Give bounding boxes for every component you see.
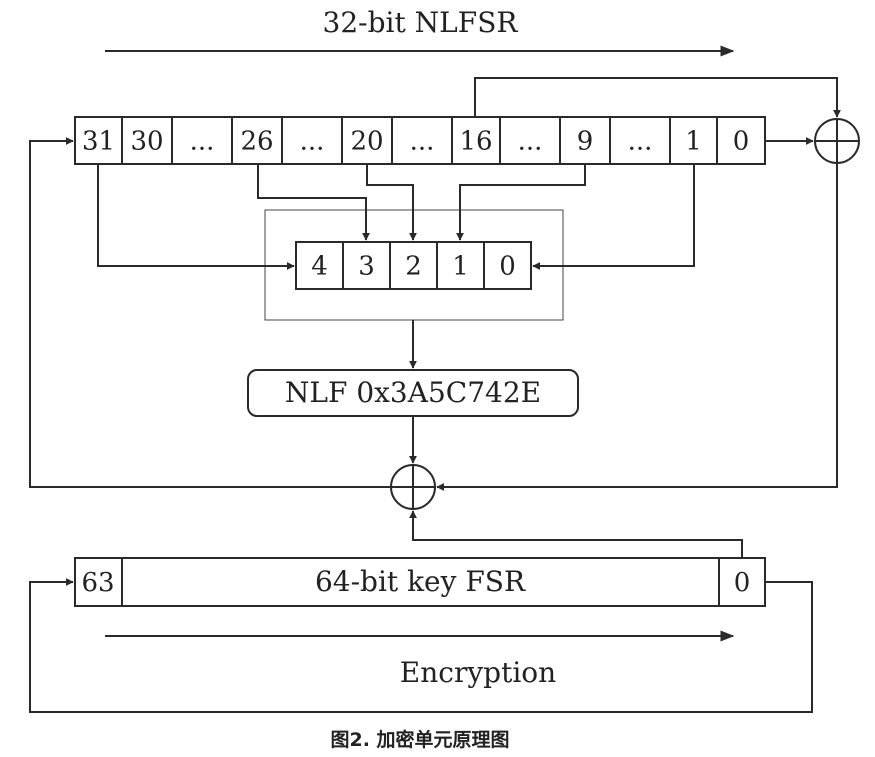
nlfsr-title: 32-bit NLFSR [323,6,519,39]
key-fsr [74,557,766,607]
key-bit0-to-xor [409,510,743,558]
index-bit-cell: 1 [452,252,469,282]
tap-bit26-to-idx3 [257,164,370,241]
xor-bottom [390,464,436,510]
xor-top-to-xor-bottom [436,163,838,491]
key-fsr-cell-63: 63 [81,568,114,598]
nlfsr-bit-cell: 1 [685,127,702,157]
tap-bit9-to-idx1 [456,164,586,241]
nlfsr-register: 31 30... 26... 20... 16... 9... 1 0 [74,116,766,165]
tap-bit1-to-idx0 [532,164,695,270]
index-bit-cell: 3 [358,252,375,282]
nlfsr-bit-cell: 0 [733,127,750,157]
nlfsr-bit-cell: 9 [577,127,594,157]
key-fsr-cell-0: 0 [734,568,751,598]
nlfsr-bit-cell: ... [190,127,215,157]
xor-top [814,118,860,164]
nlfsr-bit-cell: ... [300,127,325,157]
index-bit-cell: 4 [311,252,328,282]
nlfsr-bit-cell: ... [410,127,435,157]
nlfsr-bit-cell: 20 [350,127,383,157]
index-bit-cell: 2 [405,252,422,282]
feedback-to-bit31 [29,137,391,488]
tap-bit16-to-xor [474,77,841,118]
nlfsr-bit-cell: ... [518,127,543,157]
nlfsr-bit-cell: ... [628,127,653,157]
nlfsr-bit-cell: 26 [240,127,273,157]
nlfsr-bit-cell: 30 [130,127,163,157]
index-bit-cell: 0 [499,252,516,282]
tap-bit31-to-idx4 [97,164,295,270]
figure-caption: 图2. 加密单元原理图 [330,728,509,751]
direction-label: Encryption [400,656,556,689]
nlfsr-bit-cell: 16 [459,127,492,157]
nlfsr-bit-cell: 31 [82,127,115,157]
key-fsr-rotation-loop [29,578,813,713]
tap-bit20-to-idx2 [366,164,417,241]
key-fsr-label: 64-bit key FSR [315,565,526,598]
nlf-label: NLF 0x3A5C742E [285,376,541,409]
